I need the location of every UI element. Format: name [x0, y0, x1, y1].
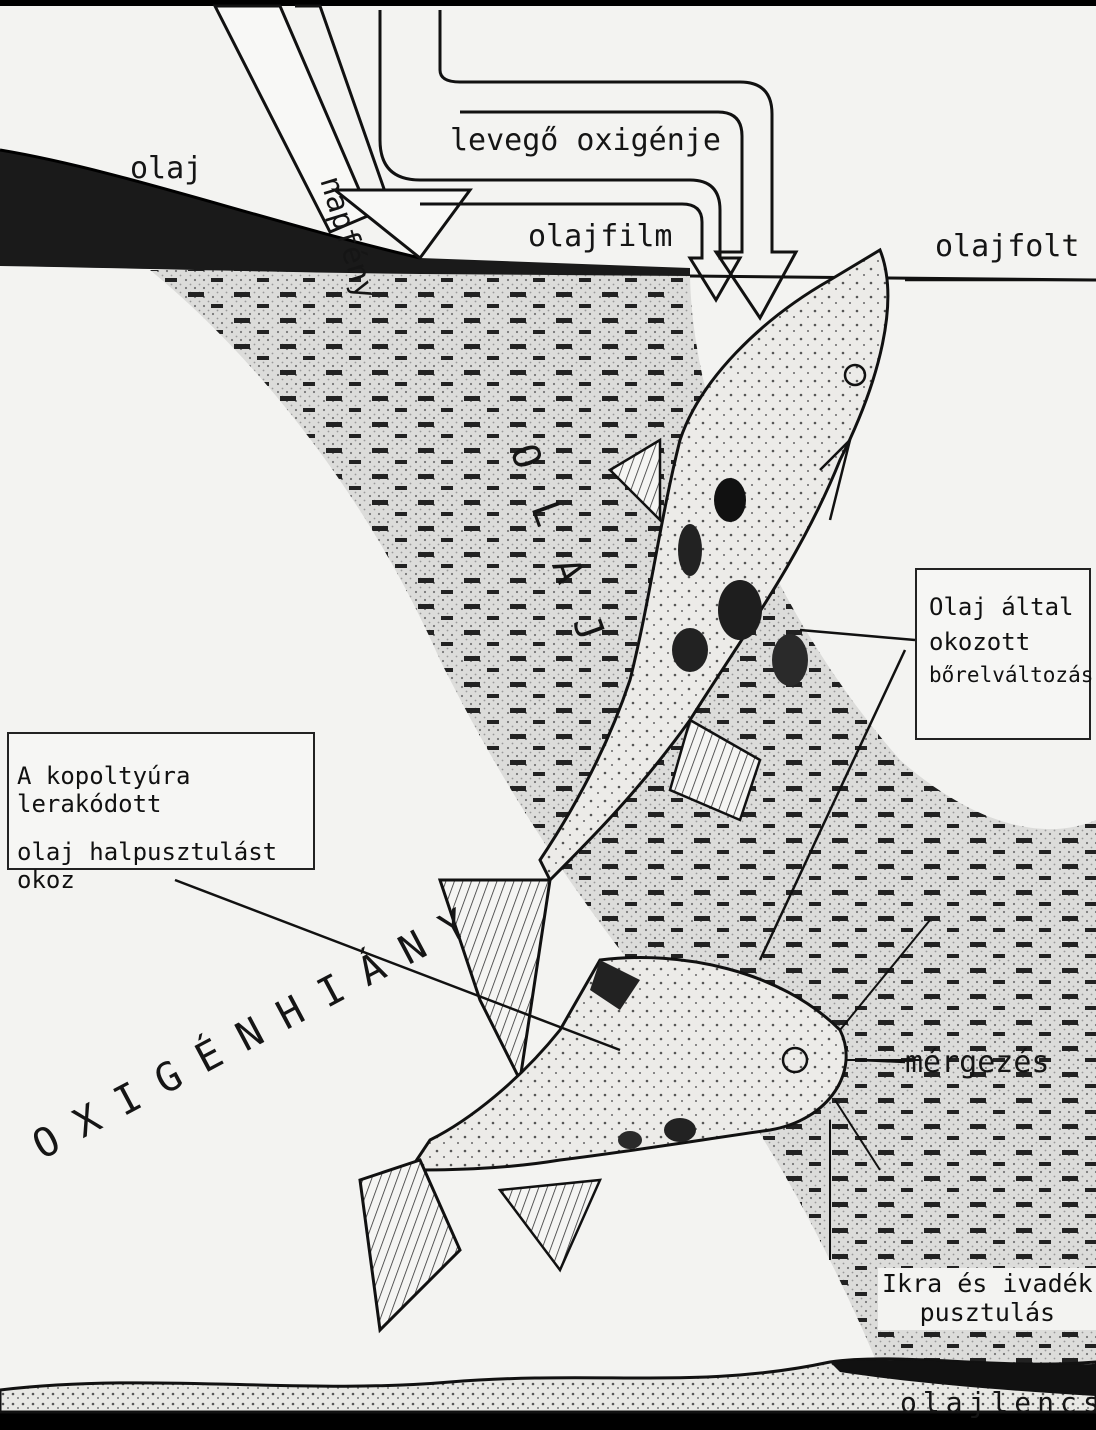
poisoning-label: mérgezés: [905, 1045, 1050, 1080]
gill-callout-line1: A kopoltyúra lerakódott: [17, 762, 313, 818]
oil-slick-label: olajfolt: [935, 229, 1080, 264]
skin-lesion-callout-box: Olaj által okozott bőrelváltozás: [915, 568, 1091, 740]
skin-callout-line2: okozott: [929, 625, 1089, 660]
skin-callout-line3: bőrelváltozás: [929, 660, 1089, 690]
air-oxygen-label: levegő oxigénje: [450, 123, 721, 158]
roe-callout-line1: Ikra és ivadék: [882, 1270, 1093, 1299]
gill-callout-box: A kopoltyúra lerakódott olaj halpusztulá…: [7, 732, 315, 870]
roe-callout-line2: pusztulás: [882, 1299, 1093, 1328]
oil-film-label: olajfilm: [528, 219, 673, 254]
oxygen-deficiency-label: OXIGÉNHIÁNY: [24, 888, 494, 1168]
gill-callout-line2: olaj halpusztulást okoz: [17, 838, 313, 894]
top-border: [0, 0, 1096, 6]
oil-label: olaj: [130, 151, 202, 186]
skin-callout-line1: Olaj által: [929, 590, 1089, 625]
oil-lens-label: olajlencse: [900, 1386, 1096, 1419]
roe-callout: Ikra és ivadék pusztulás: [878, 1268, 1096, 1330]
